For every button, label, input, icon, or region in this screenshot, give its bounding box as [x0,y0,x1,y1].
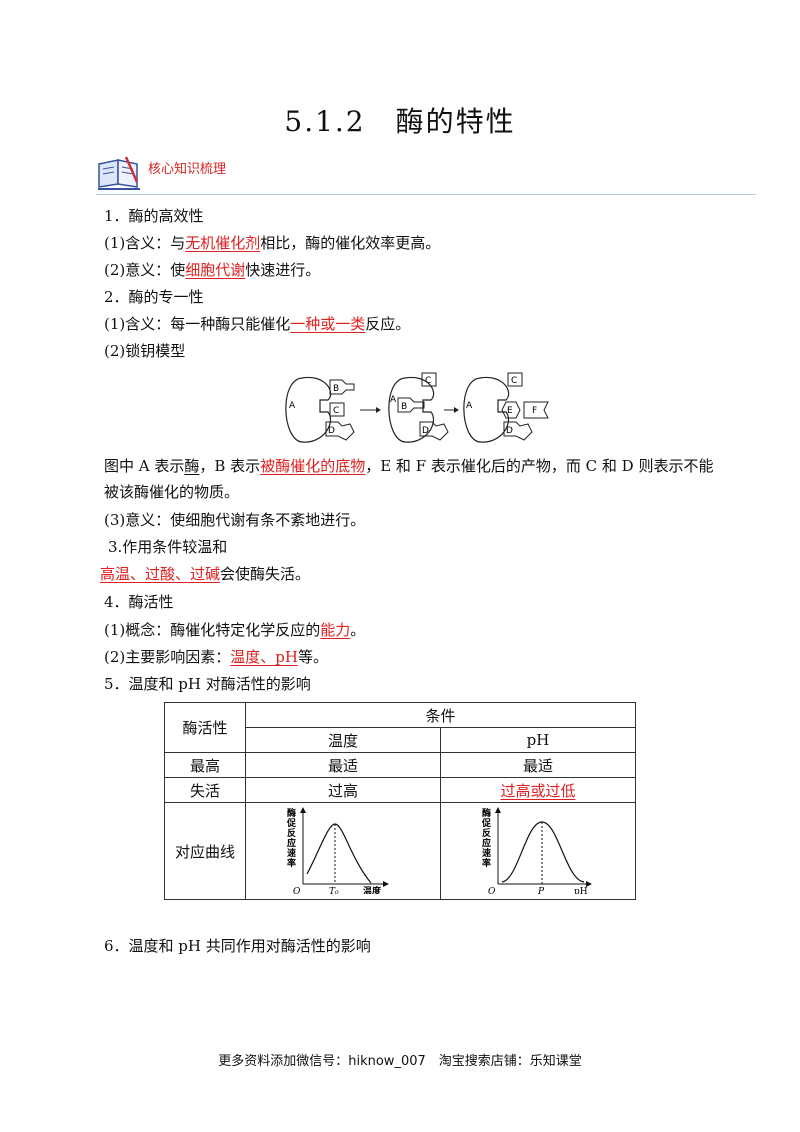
diagram-explanation: 图中 A 表示酶，B 表示被酶催化的底物，E 和 F 表示催化后的产物，而 C … [104,457,714,475]
table-col-temp: 温度 [245,727,441,753]
svg-text:速: 速 [482,847,491,859]
ph-curve-cell: 酶 促 反 应 速 率 O P pH [440,802,636,900]
svg-text:反: 反 [482,827,491,839]
cell: 过高 [245,777,441,803]
cell: 过高或过低 [440,777,636,803]
temp-curve-graph: 酶 促 反 应 速 率 O T₀ 温度 [286,807,389,897]
table-colhead: 条件 [245,702,636,728]
row-label: 对应曲线 [164,802,246,900]
svg-text:应: 应 [482,837,491,849]
svg-text:E: E [507,406,513,416]
svg-text:P: P [537,887,545,894]
book-icon [98,156,140,190]
svg-text:C: C [511,376,517,386]
svg-text:D: D [328,426,335,436]
svg-text:C: C [333,406,339,416]
table-rowhead: 酶活性 [164,702,246,753]
table-row: 失活 过高 过高或过低 [164,777,636,803]
svg-text:速: 速 [287,847,296,859]
svg-text:D: D [422,426,429,436]
heading-temp-ph: 5．温度和 pH 对酶活性的影响 [104,675,311,693]
line-order: (3)意义：使细胞代谢有条不紊地进行。 [104,511,366,529]
heading-combined-effect: 6．温度和 pH 共同作用对酶活性的影响 [104,937,371,955]
svg-text:温度: 温度 [363,885,382,894]
row-label: 最高 [164,752,246,778]
ph-curve-graph: 酶 促 反 应 速 率 O P pH [481,807,592,897]
table-col-ph: pH [440,727,636,753]
svg-text:F: F [532,406,537,416]
svg-text:促: 促 [286,817,297,829]
section-label: 核心知识梳理 [148,162,227,177]
svg-text:B: B [401,402,407,412]
row-label: 失活 [164,777,246,803]
cell: 最适 [245,752,441,778]
svg-text:酶: 酶 [287,807,296,819]
svg-text:A: A [289,401,296,411]
enzyme-activity-table: 酶活性 条件 温度 pH 最高 最适 最适 失活 过高 过高或过低 对应曲线 酶… [164,702,636,900]
heading-enzyme-activity: 4．酶活性 [104,593,174,611]
heading-mild-conditions: 3.作用条件较温和 [108,538,228,556]
footer-text: 更多资料添加微信号：hiknow_007 淘宝搜索店铺：乐知课堂 [218,1054,582,1069]
svg-text:反: 反 [287,827,296,839]
svg-text:C: C [425,376,431,386]
heading-high-efficiency: 1．酶的高效性 [104,207,204,225]
svg-text:D: D [506,426,513,436]
line-lock-key: (2)锁钥模型 [104,342,186,360]
svg-text:酶: 酶 [482,807,491,819]
line-factors: (2)主要影响因素：温度、pH等。 [104,648,328,666]
svg-text:A: A [390,395,397,405]
svg-text:O: O [293,887,301,894]
line-specificity-meaning: (1)含义：每一种酶只能催化一种或一类反应。 [104,315,411,333]
line-meaning: (1)含义：与无机催化剂相比，酶的催化效率更高。 [104,234,441,252]
section-divider [96,152,756,195]
line-concept: (1)概念：酶催化特定化学反应的能力。 [104,621,366,639]
lock-key-diagram: A B C D A B C D A C E F D [285,372,549,443]
svg-text:O: O [488,887,496,894]
cell: 最适 [440,752,636,778]
page-title: 5.1.2 酶的特性 [284,105,516,138]
svg-text:应: 应 [287,837,296,849]
svg-text:B: B [333,384,339,394]
heading-specificity: 2．酶的专一性 [104,288,204,306]
line-inactivation: 高温、过酸、过碱会使酶失活。 [100,565,311,583]
table-row: 对应曲线 酶 促 反 应 速 率 O T₀ 温度 [164,802,636,900]
svg-text:A: A [466,401,473,411]
diagram-explanation-cont: 被该酶催化的物质。 [104,483,240,501]
svg-text:率: 率 [287,857,296,869]
svg-text:促: 促 [481,817,492,829]
svg-text:T₀: T₀ [329,887,339,894]
svg-text:pH: pH [574,887,588,894]
svg-text:率: 率 [482,857,491,869]
line-significance: (2)意义：使细胞代谢快速进行。 [104,261,321,279]
temp-curve-cell: 酶 促 反 应 速 率 O T₀ 温度 [245,802,441,900]
table-row: 最高 最适 最适 [164,752,636,778]
